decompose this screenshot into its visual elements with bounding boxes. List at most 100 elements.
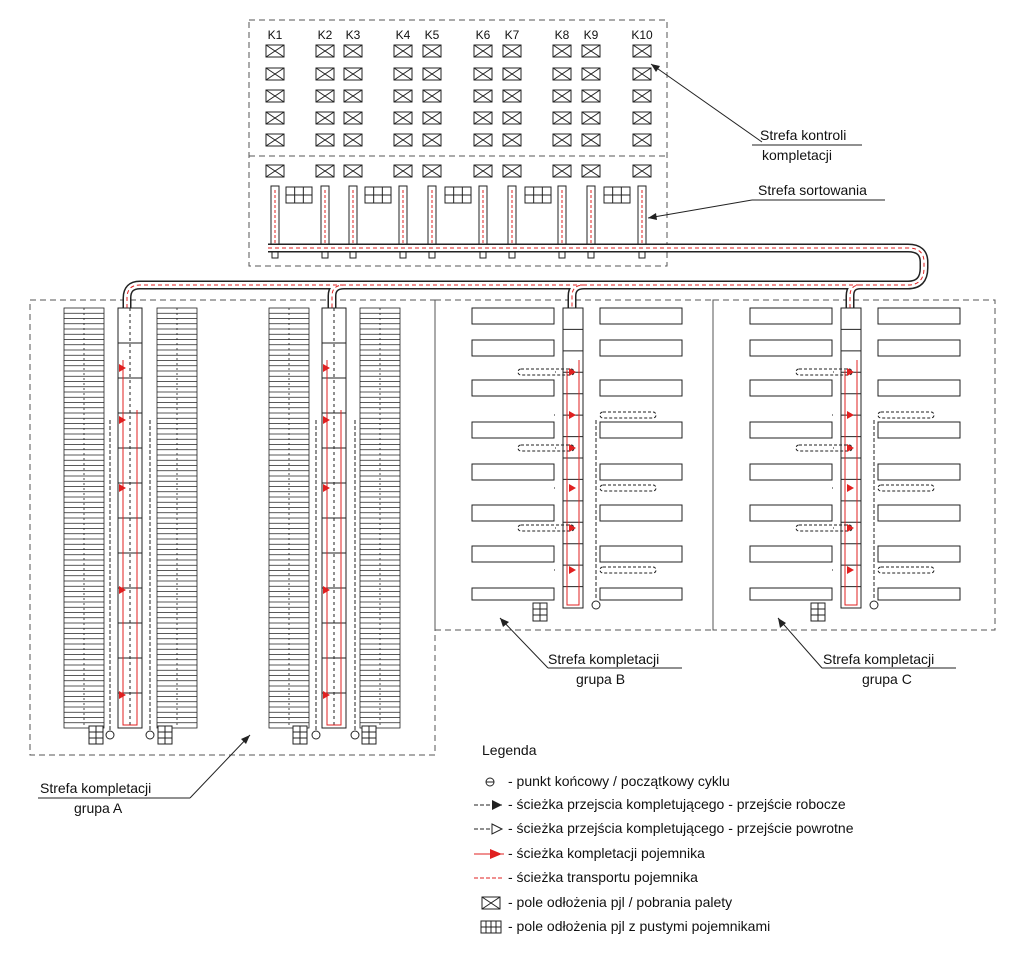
zone-a-label-line2: grupa A [74,800,123,816]
chute-end [638,251,646,259]
shelf-block [471,545,555,563]
pallet-pickup-box-icon [422,164,442,178]
pallet-pickup-box-icon [502,89,522,103]
pallet-pickup-box-icon [632,67,652,81]
shelf-block [599,421,683,439]
main-conveyor [122,243,929,310]
chute-end [271,251,279,259]
pallet-pickup-box-icon [343,164,363,178]
storage-rack [268,307,310,729]
pallet-pickup-box-icon [315,89,335,103]
pallet-pickup-box-icon [393,89,413,103]
empty-containers-box-icon [88,725,104,745]
pallet-pickup-box-icon [502,111,522,125]
shelf-block [471,307,555,325]
zone-b-label-line1: Strefa kompletacji [548,651,659,667]
container-picking-arrow [119,364,126,372]
shelf-block [471,379,555,397]
shelf-block [749,379,833,397]
legend-title: Legenda [482,742,537,758]
empty-containers-box-icon [532,602,548,622]
pallet-pickup-box-icon [502,67,522,81]
container-picking-arrow [323,586,330,594]
shelf-block [599,379,683,397]
conveyor-body [124,245,927,310]
return-path [795,444,853,452]
pallet-pickup-box-icon [393,111,413,125]
container-picking-arrow [323,691,330,699]
container-picking-arrow [323,416,330,424]
container-picking-arrow [119,586,126,594]
chute-end [479,251,487,259]
container-picking-path [566,360,580,606]
pallet-pickup-box-icon [265,67,285,81]
pallet-pickup-box-icon [422,44,442,58]
container-picking-path [326,360,342,726]
pallet-pickup-box-icon [473,67,493,81]
empty-containers-box-icon [810,602,826,622]
pallet-pickup-box-icon [265,89,285,103]
cycle-point-icon [350,730,360,740]
pallet-pickup-box-icon [393,67,413,81]
container-picking-arrow [847,566,854,574]
station-label: K7 [505,28,520,42]
container-picking-arrow [323,364,330,372]
pallet-pickup-box-icon [552,44,572,58]
pallet-pickup-box-icon [481,896,501,910]
work-path-arrow-icon [474,800,504,810]
cycle-point-icon [105,730,115,740]
shelf-block [749,339,833,357]
shelf-block [599,307,683,325]
cycle-point-icon [145,730,155,740]
pallet-pickup-box-icon [473,111,493,125]
shelf-block [749,421,833,439]
shelf-block [599,504,683,522]
shelf-block [749,307,833,325]
shelf-block [877,307,961,325]
container-picking-arrow-icon [474,849,504,859]
pallet-pickup-box-icon [393,164,413,178]
shelf-block [877,421,961,439]
shelf-block [749,545,833,563]
pallet-pickup-box-icon [343,67,363,81]
pallet-pickup-box-icon [343,89,363,103]
pallet-pickup-box-icon [343,111,363,125]
container-picking-arrow [847,444,854,452]
pallet-pickup-box-icon [473,133,493,147]
legend: Legenda - punkt końcowy / początkowy cyk… [474,742,854,934]
cycle-point-icon [485,777,495,787]
pallet-pickup-box-icon [422,133,442,147]
pallet-pickup-box-icon [632,89,652,103]
return-path-arrow-icon [474,823,504,835]
kontrola-label-line2: kompletacji [762,147,832,163]
chute-end [508,251,516,259]
pallet-pickup-box-icon [581,44,601,58]
return-path [517,368,575,376]
container-picking-arrow [847,368,854,376]
pallet-pickup-box-icon [502,133,522,147]
empty-containers-box-icon [480,920,502,934]
chute-end [587,251,595,259]
empty-containers-box-icon [292,725,308,745]
storage-rack [63,307,105,729]
pallet-pickup-box-icon [581,164,601,178]
pallet-pickup-box-icon [502,44,522,58]
return-path [795,524,853,532]
pallet-pickup-box-icon [581,111,601,125]
station-label: K4 [396,28,411,42]
legend-item-container-transport: - ścieżka transportu pojemnika [508,869,698,885]
pallet-pickup-box-icon [393,133,413,147]
pallet-pickup-box-icon [343,44,363,58]
cycle-point-icon [869,600,879,610]
zone-a-racks [63,307,401,745]
pallet-pickup-box-icon [265,164,285,178]
pallet-pickup-box-icon [422,111,442,125]
kontrola-sortowanie-zone [248,19,668,267]
shelf-block [877,339,961,357]
legend-item-cycle-point: - punkt końcowy / początkowy cyklu [508,773,730,789]
container-picking-arrow [119,691,126,699]
station-label: K3 [346,28,361,42]
chute-end [321,251,329,259]
container-picking-path [844,360,858,606]
